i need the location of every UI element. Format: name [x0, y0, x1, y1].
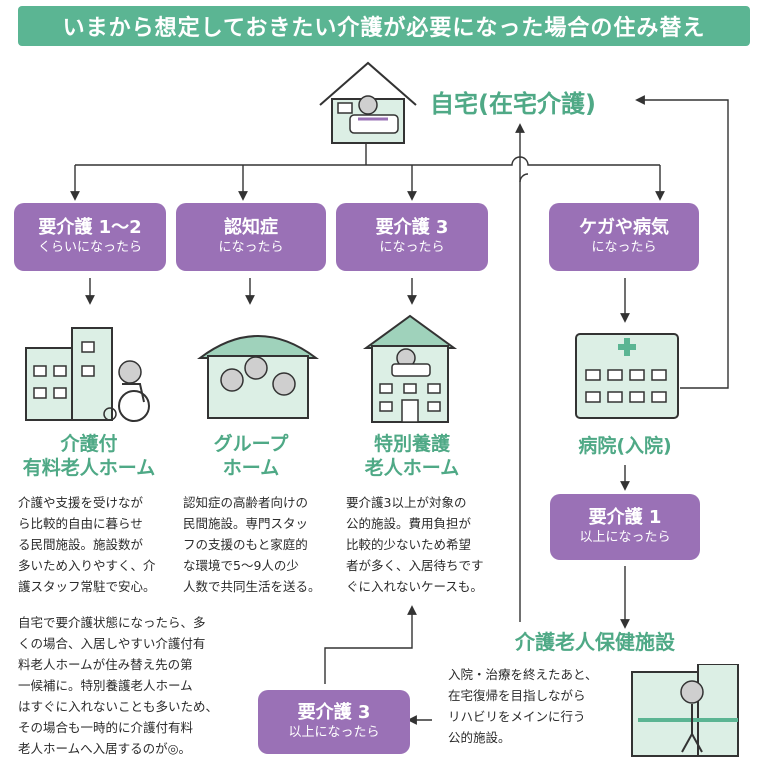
condition-care-level-3: 要介護 3 になったら — [336, 203, 488, 271]
facility-title-group-home: グループ ホーム — [176, 432, 326, 480]
facility-title-line1: 特別養護 — [373, 433, 450, 455]
condition-line1: 要介護 3 — [297, 702, 371, 723]
facility-title-line1: 介護付 — [60, 433, 118, 455]
facility-title-line2: ホーム — [222, 457, 280, 479]
facility-title-line2: 老人ホーム — [364, 457, 460, 479]
desc-line: 公的施設。 — [448, 730, 511, 745]
desc-line: る民間施設。施設数が — [18, 537, 144, 552]
facility-title-line1: グループ — [213, 433, 289, 455]
rehab-facility-title: 介護老人保健施設 — [515, 630, 675, 654]
hospital-building-icon — [575, 333, 679, 419]
condition-line1: ケガや病気 — [579, 217, 669, 238]
desc-line: ら比較的自由に暮らせ — [18, 516, 143, 531]
desc-line: 護スタッフ常駐で安心。 — [18, 579, 156, 594]
desc-line: 多いため入りやすく、介 — [18, 558, 156, 573]
hospital-label: 病院(入院) — [578, 435, 672, 457]
condition-dementia: 認知症 になったら — [176, 203, 326, 271]
desc-line: 介護や支援を受けなが — [18, 495, 144, 510]
special-nursing-home-building-icon — [362, 314, 458, 423]
note-line: 老人ホームへ入居するのが◎。 — [18, 741, 192, 756]
desc-line: な環境で5〜9人の少 — [183, 558, 299, 573]
home-house-icon — [319, 61, 417, 144]
facility-title-kaigotsuki: 介護付 有料老人ホーム — [14, 432, 164, 480]
note-line: 一候補に。特別養護老人ホーム — [18, 678, 193, 693]
desc-line: ぐに入れないケースも。 — [346, 579, 483, 594]
desc-line: 入院・治療を終えたあと、 — [448, 667, 598, 682]
condition-care-level-1-plus: 要介護 1 以上になったら — [550, 494, 700, 560]
condition-line2: 以上になったら — [288, 725, 380, 740]
title-banner: いまから想定しておきたい介護が必要になった場合の住み替え — [18, 6, 750, 46]
desc-line: 比較的少ないため希望 — [346, 537, 472, 552]
note-line: くの場合、入居しやすい介護付有 — [18, 636, 206, 651]
rehab-facility-desc: 入院・治療を終えたあと、 在宅復帰を目指しながら リハビリをメインに行う 公的施… — [448, 664, 623, 748]
condition-injury-illness: ケガや病気 になったら — [549, 203, 699, 271]
note-line: 料老人ホームが住み替え先の第 — [18, 657, 193, 672]
facility-title-tokuyo: 特別養護 老人ホーム — [336, 432, 488, 480]
note-line: 自宅で要介護状態になったら、多 — [18, 615, 206, 630]
desc-line: リハビリをメインに行う — [448, 709, 586, 724]
nursing-home-building-icon — [25, 327, 150, 422]
home-label: 自宅(在宅介護) — [430, 90, 596, 118]
desc-line: 認知症の高齢者向けの — [183, 495, 309, 510]
facility-title-line2: 有料老人ホーム — [22, 457, 156, 479]
condition-line2: 以上になったら — [579, 530, 671, 545]
condition-line2: になったら — [379, 240, 445, 255]
desc-line: 公的施設。費用負担が — [346, 516, 472, 531]
condition-line1: 要介護 3 — [375, 217, 449, 238]
facility-desc-kaigotsuki: 介護や支援を受けなが ら比較的自由に暮らせ る民間施設。施設数が 多いため入りや… — [18, 492, 168, 597]
rehab-patient-icon — [631, 664, 739, 757]
desc-line: 人数で共同生活を送る。 — [183, 579, 321, 594]
condition-line2: になったら — [218, 240, 284, 255]
condition-line2: くらいになったら — [37, 240, 142, 255]
condition-line1: 要介護 1〜2 — [38, 217, 142, 238]
desc-line: フの支援のもと家庭的 — [183, 537, 308, 552]
note-line: はすぐに入れないことも多いため、 — [18, 699, 219, 714]
desc-line: 民間施設。専門スタッ — [183, 516, 309, 531]
condition-line1: 要介護 1 — [588, 507, 662, 528]
facility-desc-group-home: 認知症の高齢者向けの 民間施設。専門スタッ フの支援のもと家庭的 な環境で5〜9… — [183, 492, 333, 597]
condition-care-level-1-2: 要介護 1〜2 くらいになったら — [14, 203, 166, 271]
condition-line2: になったら — [591, 240, 657, 255]
desc-line: 要介護3以上が対象の — [346, 495, 467, 510]
desc-line: 在宅復帰を目指しながら — [448, 688, 586, 703]
condition-care-level-3-plus: 要介護 3 以上になったら — [258, 690, 410, 754]
desc-line: 者が多く、入居待ちです — [346, 558, 484, 573]
summary-note: 自宅で要介護状態になったら、多 くの場合、入居しやすい介護付有 料老人ホームが住… — [18, 612, 250, 759]
group-home-building-icon — [197, 335, 319, 419]
note-line: その場合も一時的に介護付有料 — [18, 720, 194, 735]
facility-desc-tokuyo: 要介護3以上が対象の 公的施設。費用負担が 比較的少ないため希望 者が多く、入居… — [346, 492, 496, 597]
condition-line1: 認知症 — [224, 217, 278, 238]
